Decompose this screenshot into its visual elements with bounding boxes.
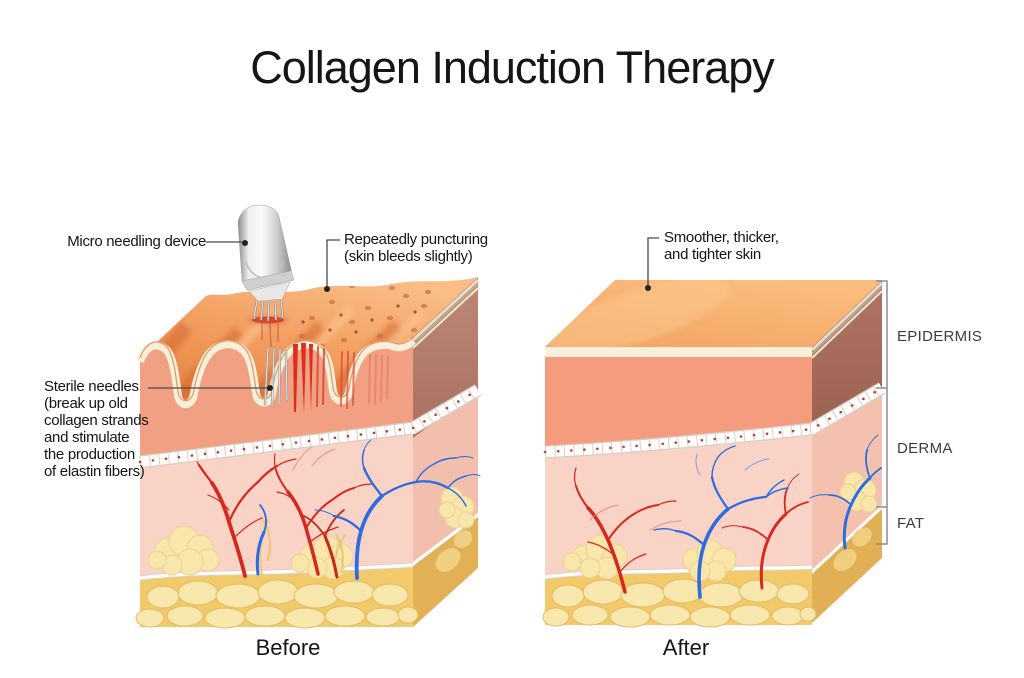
label-micro-needling-device: Micro needling device bbox=[67, 233, 206, 250]
connector-dots bbox=[242, 240, 651, 391]
before-basement-membrane bbox=[138, 384, 482, 469]
layer-label-fat: FAT bbox=[897, 515, 925, 532]
smoother-pointer-line bbox=[647, 237, 659, 285]
after-epidermis-front bbox=[545, 357, 812, 452]
before-blood-vessels bbox=[192, 436, 481, 580]
after-blood-vessels bbox=[573, 434, 882, 599]
puncturing-pointer-line bbox=[326, 239, 340, 286]
after-skin-block bbox=[542, 280, 886, 628]
before-fat-layer bbox=[135, 562, 419, 629]
layer-bracket bbox=[876, 280, 888, 545]
before-skin-block bbox=[135, 204, 482, 629]
page-title: Collagen Induction Therapy bbox=[250, 42, 775, 93]
caption-before: Before bbox=[255, 635, 321, 660]
after-basement-membrane bbox=[543, 382, 886, 459]
label-smoother-skin: Smoother, thicker, and tighter skin bbox=[664, 229, 779, 263]
caption-after: After bbox=[662, 635, 710, 660]
needle-tracks bbox=[263, 343, 389, 415]
connector-lines bbox=[148, 237, 659, 389]
layer-label-epidermis: EPIDERMIS bbox=[897, 328, 983, 345]
device-needles bbox=[252, 299, 285, 322]
micro-needling-device bbox=[237, 204, 295, 348]
before-side-face bbox=[411, 277, 480, 627]
label-sterile-needles: Sterile needles (break up old collagen s… bbox=[44, 378, 149, 480]
layer-label-derma: DERMA bbox=[897, 440, 953, 457]
after-fat-layer bbox=[542, 564, 817, 628]
label-repeatedly-puncturing: Repeatedly puncturing (skin bleeds sligh… bbox=[344, 231, 488, 265]
device-tip bbox=[248, 281, 291, 302]
before-fat-lobules bbox=[147, 486, 475, 580]
